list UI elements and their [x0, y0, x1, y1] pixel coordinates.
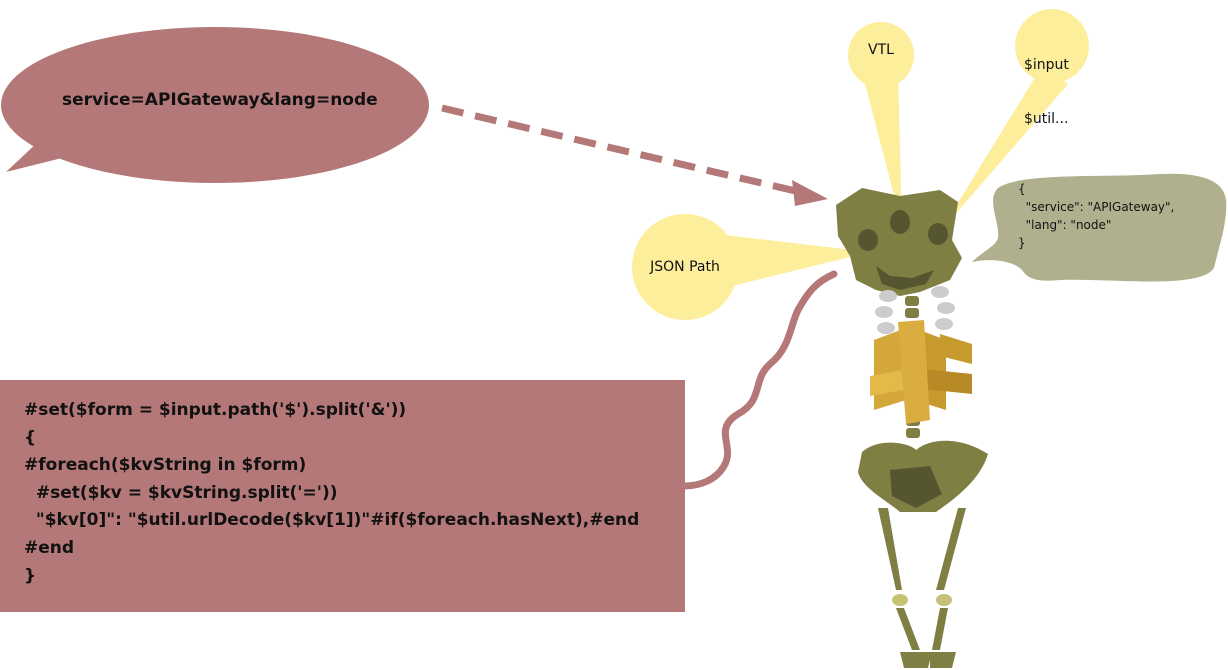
request-bubble	[1, 27, 429, 183]
light-beams	[716, 66, 1068, 290]
vtl-label: VTL	[868, 42, 894, 58]
skeleton-icon	[836, 188, 988, 668]
input-util-bubble	[1015, 9, 1089, 83]
input-label-line: $input	[1024, 57, 1069, 73]
json-line: "service": "APIGateway",	[1018, 200, 1175, 214]
json-path-label: JSON Path	[650, 259, 720, 275]
vtl-bubble	[848, 22, 914, 88]
code-line: #set($kv = $kvString.split('='))	[24, 482, 338, 503]
code-line: "$kv[0]": "$util.urlDecode($kv[1])"#if($…	[24, 510, 640, 531]
json-line: "lang": "node"	[1018, 218, 1112, 232]
code-line: #end	[24, 537, 75, 558]
dashed-arrow	[441, 104, 828, 206]
code-line: #set($form = $input.path('$').split('&')…	[24, 400, 407, 420]
json-output: { "service": "APIGateway", "lang": "node…	[1018, 180, 1174, 252]
json-path-bubble	[632, 214, 738, 320]
code-box	[0, 380, 685, 612]
code-line: {	[24, 427, 37, 448]
json-bubble	[972, 173, 1227, 282]
json-line: {	[1018, 182, 1026, 196]
code-block: #set($form = $input.path('$').split('&')…	[24, 397, 639, 590]
json-line: }	[1018, 236, 1026, 250]
input-util-label: $input $util...	[1024, 20, 1069, 146]
util-label-line: $util...	[1024, 111, 1069, 127]
request-text: service=APIGateway&lang=node	[62, 90, 378, 110]
code-line: #foreach($kvString in $form)	[24, 455, 307, 476]
wavy-connector	[680, 270, 838, 490]
code-line: }	[24, 565, 37, 586]
